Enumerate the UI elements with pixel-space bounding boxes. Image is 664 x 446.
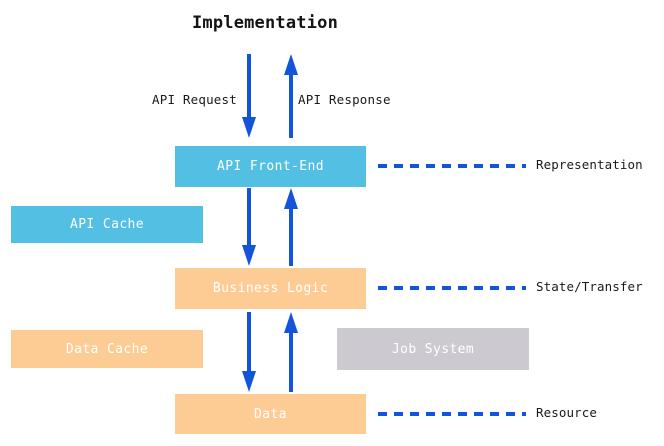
page-title: Implementation xyxy=(191,13,339,33)
dashed-connector-state-transfer xyxy=(378,286,526,290)
box-data[interactable]: Data xyxy=(175,394,366,434)
annotation-label-resource: Resource xyxy=(536,405,598,420)
arrow-label-api-response: API Response xyxy=(298,92,391,107)
arrow-front-end-to-business xyxy=(238,188,260,266)
box-business-logic[interactable]: Business Logic xyxy=(175,268,366,309)
arrow-api-response xyxy=(280,54,302,138)
arrow-data-to-business xyxy=(280,312,302,392)
arrow-label-api-request: API Request xyxy=(152,92,237,107)
box-job-system[interactable]: Job System xyxy=(337,328,529,370)
box-api-cache[interactable]: API Cache xyxy=(11,206,203,243)
dashed-connector-resource xyxy=(378,412,526,416)
annotation-label-state-transfer: State/Transfer xyxy=(536,279,643,294)
arrow-business-to-data xyxy=(238,312,260,392)
arrow-api-request xyxy=(238,54,260,138)
box-api-front-end[interactable]: API Front-End xyxy=(175,146,366,187)
box-data-cache[interactable]: Data Cache xyxy=(11,330,203,368)
arrow-business-to-front-end xyxy=(280,188,302,266)
annotation-label-representation: Representation xyxy=(536,157,643,172)
dashed-connector-representation xyxy=(378,164,526,168)
